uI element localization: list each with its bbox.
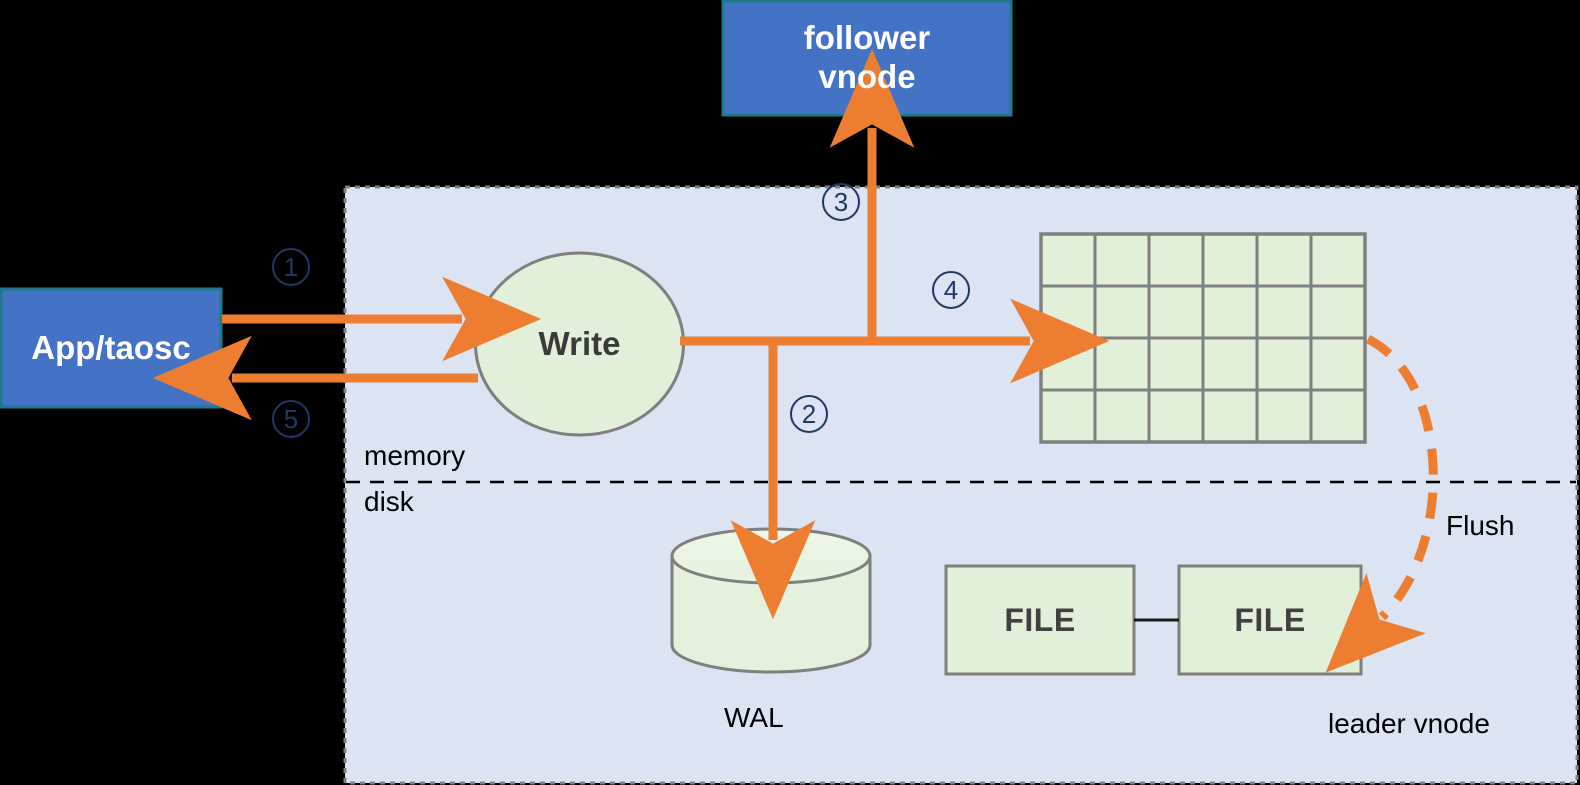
- edge-flush: [1325, 334, 1438, 673]
- step-badge-5: 5: [272, 400, 310, 438]
- step-badge-2: 2: [790, 395, 828, 433]
- file-box-2-shape: [1177, 564, 1363, 676]
- step-badge-4: 4: [932, 271, 970, 309]
- step-badge-3: 3: [822, 183, 860, 221]
- follower-vnode-box-shape: [721, 0, 1013, 117]
- memtable-grid: [1039, 232, 1367, 444]
- app-taosc-box-shape: [0, 287, 223, 409]
- wal-cylinder: [670, 527, 872, 674]
- write-node-shape: [474, 251, 685, 437]
- step-badge-1: 1: [272, 248, 310, 286]
- file-box-1-shape: [944, 564, 1136, 676]
